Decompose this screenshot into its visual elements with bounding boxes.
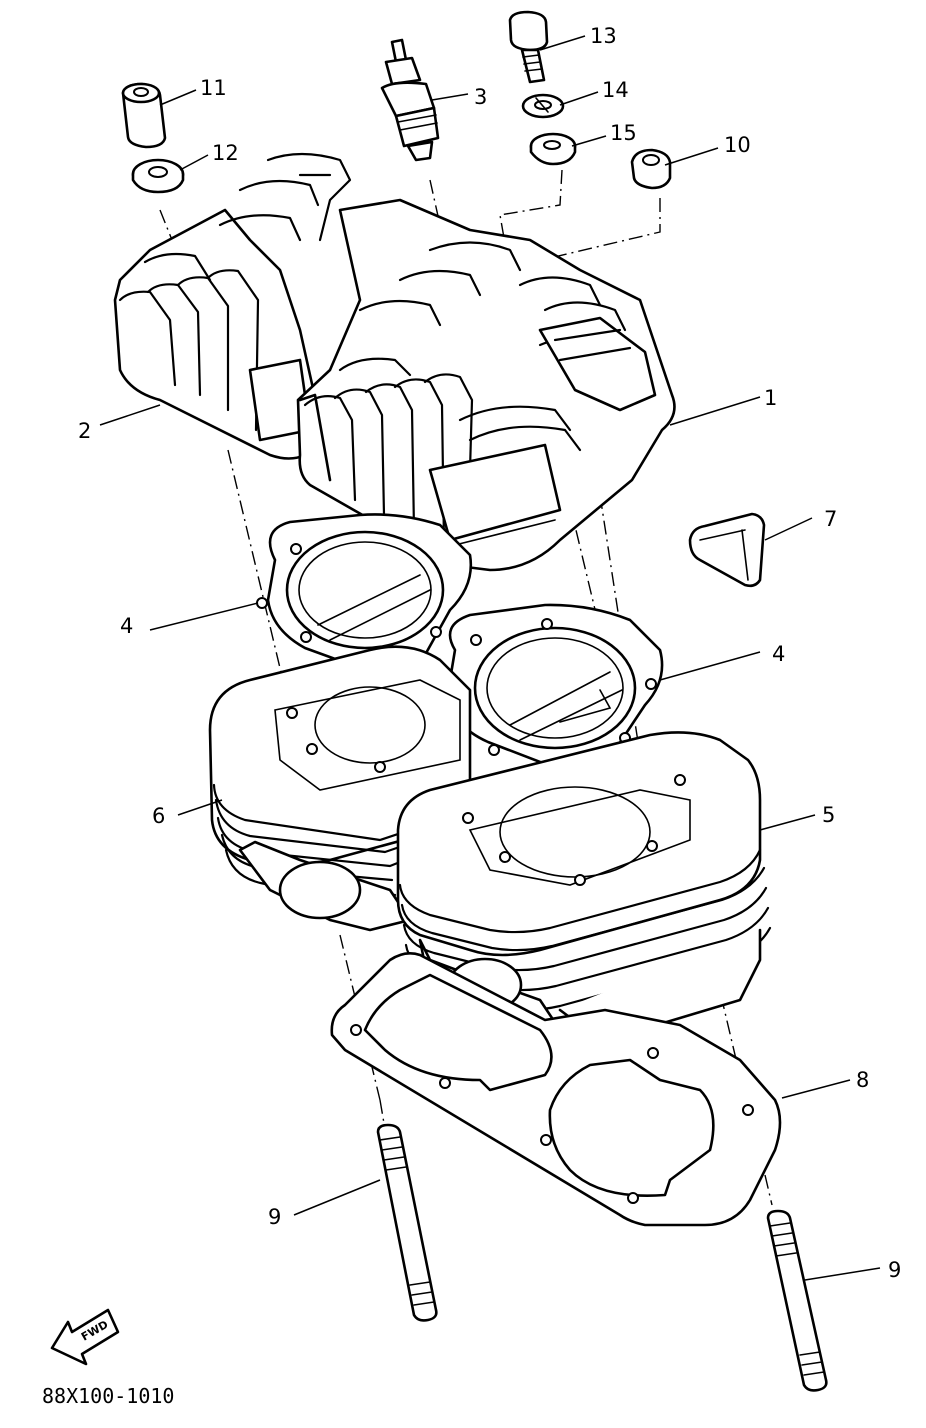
callout-14: 14 <box>602 78 629 102</box>
callout-8: 8 <box>856 1068 869 1092</box>
lock-washer-14 <box>521 93 565 119</box>
callout-4-front: 4 <box>772 642 785 666</box>
washer-15 <box>529 132 577 166</box>
head-gasket-front <box>440 603 664 774</box>
callout-10: 10 <box>724 133 751 157</box>
callout-3: 3 <box>474 85 487 109</box>
cylinder-head-rear <box>113 152 352 460</box>
nut-10 <box>630 148 672 190</box>
callout-9-right: 9 <box>888 1258 901 1282</box>
callout-11: 11 <box>200 76 227 100</box>
bolt-13 <box>508 10 549 84</box>
leader-lines <box>99 35 881 1281</box>
stud-bolt-left <box>376 1123 438 1322</box>
fwd-arrow-icon: FWD <box>50 1308 120 1366</box>
callout-7: 7 <box>824 507 837 531</box>
callout-5: 5 <box>822 803 835 827</box>
callout-4-rear: 4 <box>120 614 133 638</box>
stud-bolt-right <box>766 1209 828 1392</box>
callout-1: 1 <box>764 386 777 410</box>
head-gasket-rear <box>256 513 473 674</box>
cylinder-head-front <box>296 198 676 572</box>
spark-plug <box>380 38 440 162</box>
callout-6: 6 <box>152 804 165 828</box>
diagram-code: 88X100-1010 <box>42 1384 175 1408</box>
wedge-damper-7 <box>688 512 766 588</box>
callout-15: 15 <box>610 121 637 145</box>
callout-12: 12 <box>212 141 239 165</box>
base-gasket <box>330 952 782 1227</box>
callout-13: 13 <box>590 24 617 48</box>
washer-12 <box>131 158 185 194</box>
callout-9-left: 9 <box>268 1205 281 1229</box>
callout-labels: 1 2 3 4 4 5 6 7 8 9 9 10 11 12 13 14 15 <box>78 24 901 1282</box>
spacer-collar <box>121 82 167 149</box>
callout-2: 2 <box>78 419 91 443</box>
